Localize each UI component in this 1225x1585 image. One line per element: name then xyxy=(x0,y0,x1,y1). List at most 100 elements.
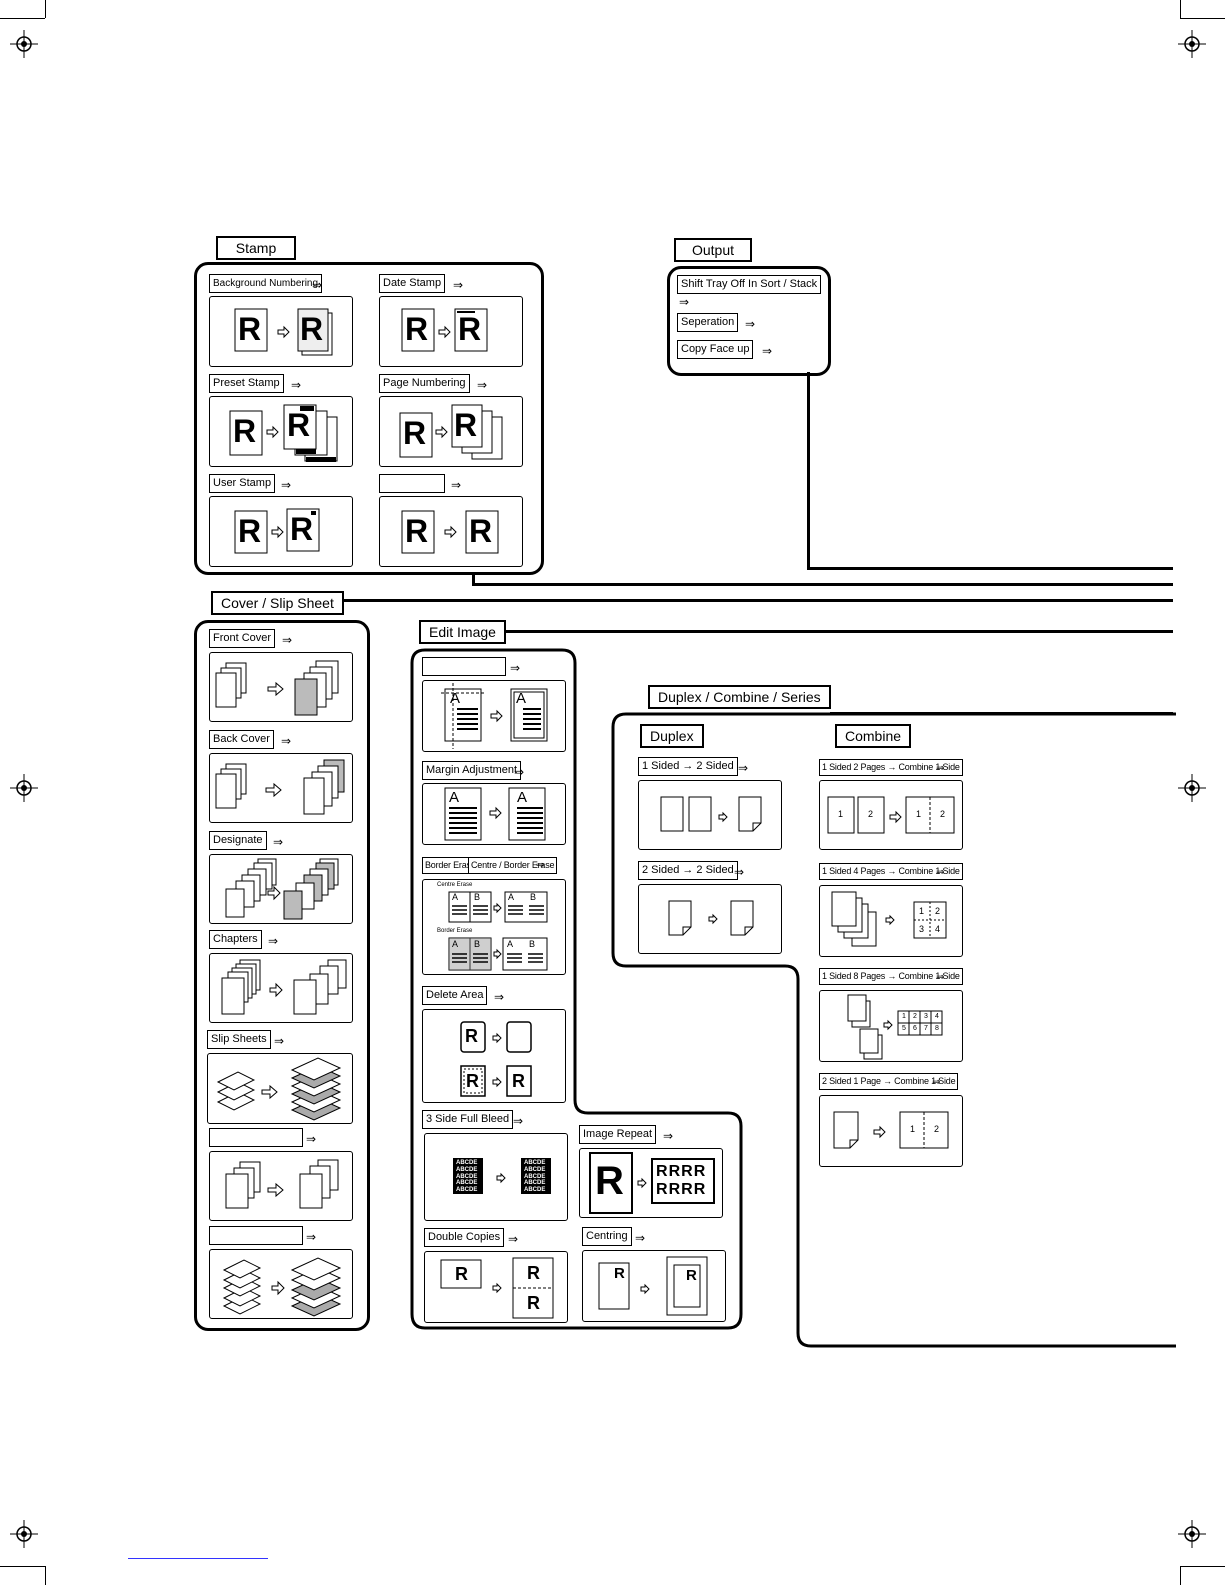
arrow-icon: ⇒ xyxy=(663,1129,674,1143)
arrow-icon: ⇒ xyxy=(514,765,525,779)
back-cover-button[interactable]: Back Cover xyxy=(209,730,274,749)
a-glyph: A xyxy=(452,892,459,902)
arrow-icon: ⇒ xyxy=(306,1132,317,1146)
centre-border-erase-button[interactable]: Centre / Border Erase xyxy=(468,857,558,874)
number-label: 1 xyxy=(902,1013,906,1020)
stamp-panel xyxy=(194,262,544,575)
combine-2-sided-button[interactable]: 2 Sided 1 Page → Combine 1 Side xyxy=(819,1073,959,1090)
arrow-icon: ⇒ xyxy=(936,867,945,878)
background-numbering-button[interactable]: Background Numbering xyxy=(209,274,323,293)
r-glyph: R xyxy=(668,1181,682,1198)
unlabeled-cover-button-2[interactable] xyxy=(209,1226,303,1245)
slip-sheets-illustration xyxy=(207,1053,353,1124)
connector-line xyxy=(505,630,1173,633)
delete-area-button[interactable]: Delete Area xyxy=(422,986,488,1005)
combine-2-sided-illustration: 1 2 xyxy=(819,1095,963,1167)
centre-erase-caption: Centre Erase xyxy=(437,882,473,888)
preset-stamp-illustration: R R xyxy=(209,396,353,467)
r-glyph: R xyxy=(466,1071,479,1091)
crop-mark xyxy=(1180,1566,1225,1567)
unlabeled-edit-illustration: A A xyxy=(422,680,566,752)
image-repeat-button[interactable]: Image Repeat xyxy=(579,1125,657,1144)
unlabeled-edit-button[interactable] xyxy=(422,657,506,676)
number-label: 5 xyxy=(902,1025,906,1032)
unlabeled-cover-button[interactable] xyxy=(209,1128,303,1147)
arrow-icon: ⇒ xyxy=(635,1231,646,1245)
output-panel xyxy=(667,266,831,376)
b-glyph: B xyxy=(474,892,481,902)
connector-line xyxy=(472,572,475,586)
duplex-combine-panel xyxy=(610,711,1176,1351)
number-label: 3 xyxy=(924,1013,928,1020)
crop-mark xyxy=(45,1566,46,1585)
preset-stamp-button[interactable]: Preset Stamp xyxy=(209,374,284,393)
page-numbering-button[interactable]: Page Numbering xyxy=(379,374,470,393)
r-glyph: R xyxy=(686,1267,697,1284)
r-glyph: R xyxy=(405,311,429,347)
combine-8-pages-button[interactable]: 1 Sided 8 Pages → Combine 1 Side xyxy=(819,968,963,985)
chapters-button[interactable]: Chapters xyxy=(209,930,262,949)
combine-4-pages-button[interactable]: 1 Sided 4 Pages → Combine 1 Side xyxy=(819,863,963,880)
unlabeled-stamp-button[interactable] xyxy=(379,474,445,493)
r-glyph: R xyxy=(512,1071,525,1091)
arrow-icon: ⇒ xyxy=(453,278,464,292)
shift-tray-button[interactable]: Shift Tray Off In Sort / Stack xyxy=(677,275,822,294)
arrow-icon: ⇒ xyxy=(273,835,284,849)
abcde-text: ABCDE xyxy=(456,1160,478,1166)
r-glyph: R xyxy=(595,1159,624,1203)
front-cover-button[interactable]: Front Cover xyxy=(209,629,276,648)
margin-adjustment-button[interactable]: Margin Adjustment xyxy=(422,761,522,780)
abcde-text: ABCDE xyxy=(524,1160,546,1166)
r-glyph: R xyxy=(287,407,311,443)
one-to-two-sided-button[interactable]: 1 Sided → 2 Sided xyxy=(638,757,738,776)
back-cover-illustration xyxy=(209,753,353,823)
connector-line xyxy=(472,583,1173,586)
arrow-icon: ⇒ xyxy=(510,661,521,675)
number-label: 6 xyxy=(913,1025,917,1032)
slip-sheets-button[interactable]: Slip Sheets xyxy=(207,1030,271,1049)
user-stamp-button[interactable]: User Stamp xyxy=(209,474,276,493)
combine-header: Combine xyxy=(835,724,912,748)
r-glyph: R xyxy=(681,1163,694,1180)
r-glyph: R xyxy=(405,513,429,549)
r-glyph: R xyxy=(458,311,482,347)
r-glyph: R xyxy=(238,311,262,347)
designate-button[interactable]: Designate xyxy=(209,831,267,850)
stamp-header: Stamp xyxy=(216,236,296,260)
crop-mark xyxy=(1180,0,1181,18)
a-glyph: A xyxy=(507,939,514,949)
centring-button[interactable]: Centring xyxy=(582,1227,632,1246)
arrow-icon: ⇒ xyxy=(936,763,945,774)
two-to-two-sided-button[interactable]: 2 Sided → 2 Sided xyxy=(638,861,738,880)
registration-mark-icon xyxy=(1178,1520,1206,1548)
number-label: 2 xyxy=(913,1013,917,1020)
number-label: 2 xyxy=(934,1124,940,1134)
a-glyph: A xyxy=(449,789,460,806)
r-glyph: R xyxy=(614,1265,625,1282)
registration-mark-icon xyxy=(1178,30,1206,58)
duplex-header: Duplex xyxy=(640,724,704,748)
r-glyph: R xyxy=(454,407,478,443)
r-glyph: R xyxy=(455,1264,468,1284)
r-glyph: R xyxy=(233,413,257,449)
a-glyph: A xyxy=(452,939,459,949)
border-erase-caption: Border Erase xyxy=(437,928,473,934)
arrow-icon: ⇒ xyxy=(291,378,302,392)
a-glyph: A xyxy=(516,690,527,707)
arrow-icon: ⇒ xyxy=(536,860,545,871)
combine-2-pages-button[interactable]: 1 Sided 2 Pages → Combine 1 Side xyxy=(819,759,963,776)
r-glyph: R xyxy=(668,1163,682,1180)
arrow-icon: ⇒ xyxy=(306,1230,317,1244)
r-glyph: R xyxy=(527,1263,540,1283)
double-copies-button[interactable]: Double Copies xyxy=(424,1228,505,1247)
separation-button[interactable]: Seperation xyxy=(677,313,739,332)
r-glyph: R xyxy=(469,513,493,549)
full-bleed-button[interactable]: 3 Side Full Bleed xyxy=(422,1110,514,1129)
copy-face-up-button[interactable]: Copy Face up xyxy=(677,340,754,359)
registration-mark-icon xyxy=(1178,774,1206,802)
arrow-icon: ⇒ xyxy=(451,478,462,492)
number-label: 1 xyxy=(919,906,925,916)
date-stamp-button[interactable]: Date Stamp xyxy=(379,274,446,293)
unlabeled-cover-illustration-2 xyxy=(209,1249,353,1319)
combine-4-pages-illustration: 1 2 3 4 xyxy=(819,885,963,957)
